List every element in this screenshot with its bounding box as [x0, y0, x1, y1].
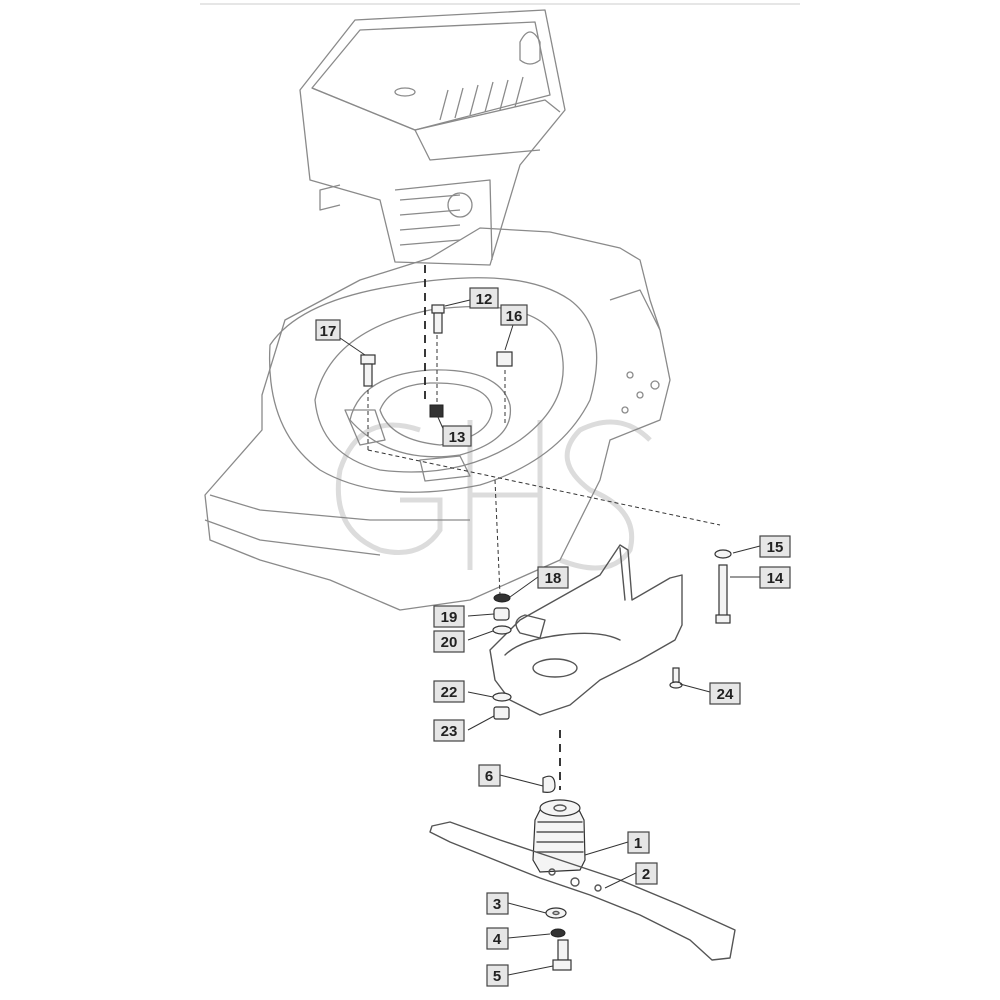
callout-2: 2 [635, 862, 658, 885]
nut-13 [429, 404, 444, 418]
washer-3 [545, 907, 567, 919]
callout-12-label: 12 [476, 291, 493, 308]
spacer-19 [493, 607, 510, 621]
axle-bolt-14 [715, 564, 731, 624]
mower-deck [204, 227, 671, 611]
callout-4: 4 [486, 927, 509, 950]
callout-20-label: 20 [441, 634, 458, 651]
axle-to-bolt14 [367, 449, 721, 526]
callout-18-label: 18 [545, 570, 562, 587]
bolt-17 [360, 354, 376, 387]
callout-3: 3 [486, 892, 509, 915]
callout-3-label: 3 [493, 896, 501, 913]
blade-adapter-1 [532, 799, 586, 873]
screw-24 [669, 667, 683, 689]
callout-24: 24 [709, 682, 741, 705]
washer-22 [492, 692, 512, 702]
washer-20 [492, 625, 512, 635]
callout-22-label: 22 [441, 684, 458, 701]
callout-23-label: 23 [441, 723, 458, 740]
callout-20: 20 [433, 630, 465, 653]
callout-5-label: 5 [493, 968, 501, 985]
callout-6-label: 6 [485, 768, 493, 785]
callout-16-label: 16 [506, 308, 523, 325]
washer-18 [493, 593, 511, 603]
callout-5: 5 [486, 964, 509, 987]
callout-18: 18 [537, 566, 569, 589]
callout-12: 12 [469, 287, 499, 309]
callout-24-label: 24 [717, 686, 734, 703]
callout-2-label: 2 [642, 866, 650, 883]
callout-1: 1 [627, 831, 650, 854]
engine-assembly [299, 9, 566, 266]
callout-14-label: 14 [767, 570, 784, 587]
bolt-12 [431, 304, 445, 334]
key-6 [542, 775, 556, 793]
callout-13: 13 [442, 425, 472, 447]
callout-14: 14 [759, 566, 791, 589]
leader-lines [339, 299, 761, 976]
callout-19: 19 [433, 605, 465, 628]
callout-6: 6 [478, 764, 501, 787]
nut-23 [493, 706, 510, 720]
callout-17: 17 [315, 319, 341, 341]
watermark-logo [335, 419, 652, 571]
callout-23: 23 [433, 719, 465, 742]
callout-15: 15 [759, 535, 791, 558]
axle-to-guard [494, 479, 501, 596]
callout-22: 22 [433, 680, 465, 703]
bolt-5 [552, 939, 572, 971]
washer-4 [550, 928, 566, 938]
callout-15-label: 15 [767, 539, 784, 556]
blade-2 [429, 821, 736, 961]
washer-15 [714, 549, 732, 559]
callout-17-label: 17 [320, 323, 337, 340]
callout-19-label: 19 [441, 609, 458, 626]
callout-1-label: 1 [634, 835, 642, 852]
callout-13-label: 13 [449, 429, 466, 446]
callout-16: 16 [500, 304, 528, 326]
callout-4-label: 4 [493, 931, 502, 948]
blade-guard [489, 544, 683, 716]
nut-16 [496, 351, 513, 367]
